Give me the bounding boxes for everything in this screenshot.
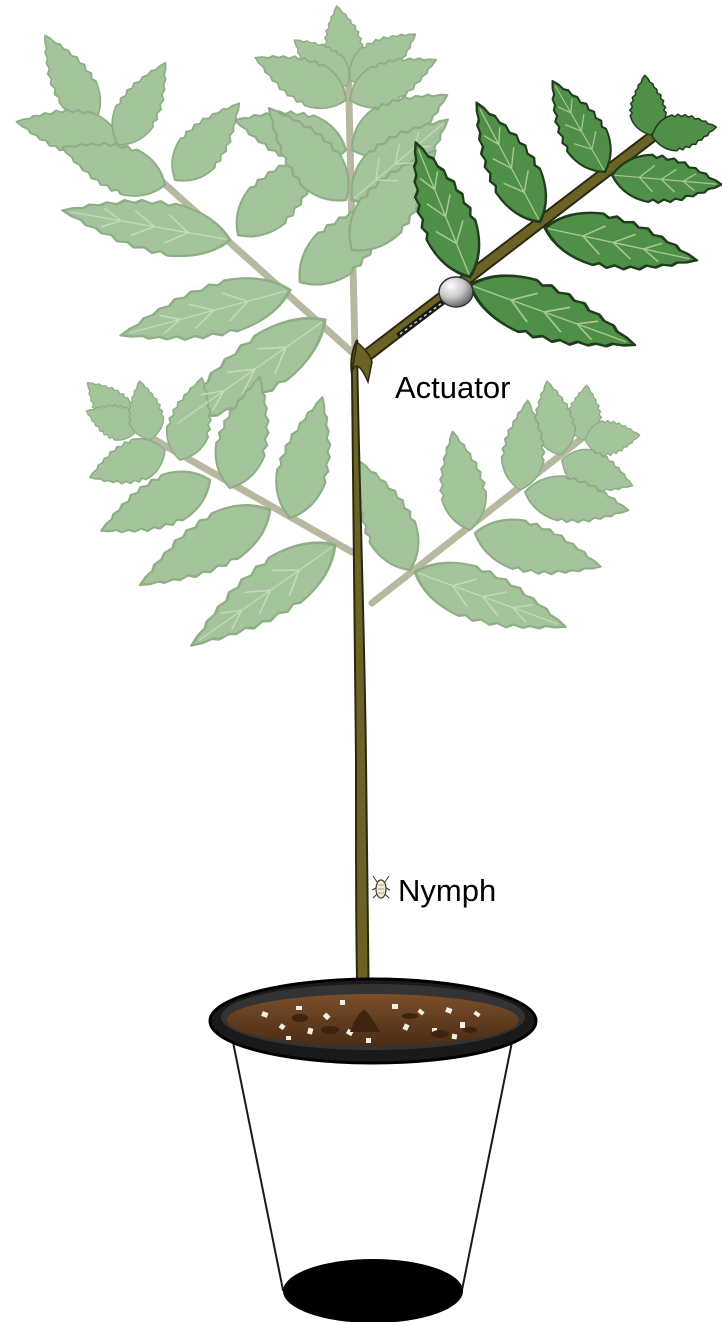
nymph-insect xyxy=(372,876,390,898)
main-stem xyxy=(351,340,372,1022)
pot xyxy=(210,979,536,1322)
treated-branch-leaves xyxy=(391,70,722,371)
pot-soil xyxy=(227,994,519,1046)
actuator-sphere xyxy=(439,277,473,307)
nymph-label: Nymph xyxy=(398,873,496,908)
base-disc xyxy=(283,1259,463,1322)
actuator-label: Actuator xyxy=(395,370,510,405)
pot-sleeve xyxy=(233,1042,512,1290)
